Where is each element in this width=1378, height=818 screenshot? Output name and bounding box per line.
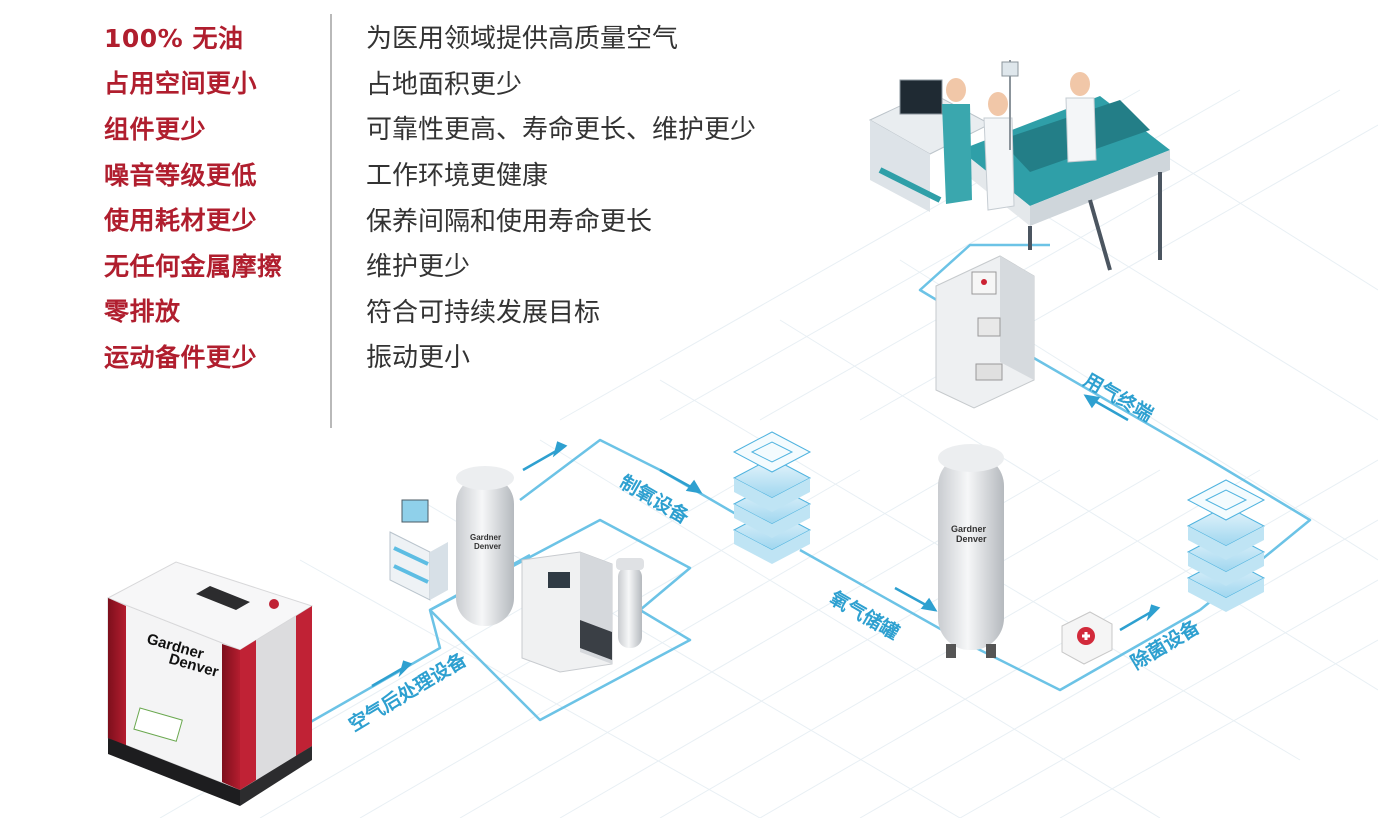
surgeon-figure: [942, 78, 972, 204]
feature-description: 振动更小: [366, 343, 471, 374]
feature-title: 组件更少: [104, 114, 207, 144]
feature-row: 占用空间更小 占地面积更少: [104, 60, 864, 106]
monitor-cart-illustration: [389, 499, 448, 601]
feature-row: 无任何金属摩擦 维护更少: [104, 242, 864, 288]
feature-title: 占用空间更小: [104, 69, 258, 99]
feature-list: 100% 无油 为医用领域提供高质量空气 占用空间更小 占地面积更少 组件更少 …: [104, 14, 864, 379]
flow-line-compressor-to-treatment: [299, 518, 692, 730]
doctor-figure: [1065, 72, 1097, 163]
feature-description: 工作环境更健康: [366, 161, 549, 192]
feature-description: 为医用领域提供高质量空气: [366, 24, 679, 55]
flow-arrows: [371, 394, 1161, 688]
svg-text:Denver: Denver: [956, 534, 987, 544]
oxygen-storage-tank-illustration: Gardner Denver: [938, 444, 1004, 658]
feature-title: 噪音等级更低: [104, 160, 258, 190]
flow-lines: [299, 243, 1312, 730]
feature-description: 占地面积更少: [366, 69, 523, 100]
feature-description: 可靠性更高、寿命更长、维护更少: [366, 115, 757, 146]
air-receiver-tank-illustration: Gardner Denver: [456, 466, 514, 626]
air-dryer-illustration: [521, 551, 644, 673]
feature-description: 维护更少: [366, 252, 471, 283]
first-aid-kit-icon: [1061, 611, 1113, 665]
medical-equipment-shelf-illustration: [935, 255, 1035, 409]
feature-title: 100% 无油: [104, 23, 244, 53]
feature-row: 运动备件更少 振动更小: [104, 333, 864, 379]
feature-row: 组件更少 可靠性更高、寿命更长、维护更少: [104, 105, 864, 151]
flow-line-to-oxygen-generator: [519, 438, 761, 530]
feature-description: 符合可持续发展目标: [366, 297, 601, 328]
nurse-figure: [983, 92, 1015, 211]
svg-text:Gardner: Gardner: [951, 524, 987, 534]
svg-text:Gardner: Gardner: [470, 533, 501, 542]
feature-description: 保养间隔和使用寿命更长: [366, 206, 653, 237]
feature-title: 使用耗材更少: [104, 206, 258, 236]
flow-line-to-storage: [799, 548, 1201, 692]
feature-title: 运动备件更少: [104, 342, 258, 372]
svg-text:Denver: Denver: [474, 542, 501, 551]
feature-title: 无任何金属摩擦: [104, 251, 283, 281]
flow-line-to-sterilizer: [1019, 348, 1312, 611]
feature-row: 100% 无油 为医用领域提供高质量空气: [104, 14, 864, 60]
feature-title: 零排放: [104, 297, 181, 327]
feature-row: 噪音等级更低 工作环境更健康: [104, 151, 864, 197]
air-compressor-illustration: Gardner Denver: [106, 561, 314, 806]
feature-row: 使用耗材更少 保养间隔和使用寿命更长: [104, 196, 864, 242]
operating-room-illustration: [868, 60, 1170, 271]
column-divider: [330, 14, 332, 428]
feature-row: 零排放 符合可持续发展目标: [104, 288, 864, 334]
sterilizer-illustration: [1186, 479, 1266, 612]
oxygen-generator-illustration: [732, 431, 812, 564]
